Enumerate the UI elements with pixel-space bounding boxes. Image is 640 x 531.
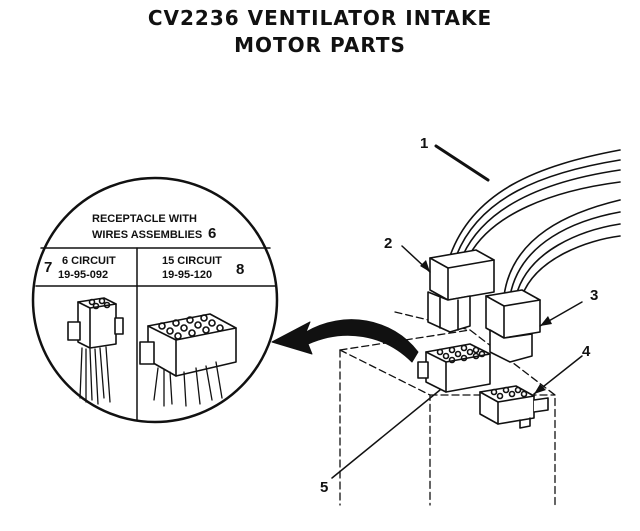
callout-3: 3 [590,287,598,304]
fifteen-circuit-connector [139,313,237,407]
receptacle-fifteen-circuit [417,343,491,393]
receptacle-six-circuit [479,385,549,429]
callout-8: 8 [236,261,244,278]
inset-labels: RECEPTACLE WITH WIRES ASSEMBLIES 6 7 6 C… [44,213,244,281]
callout-2: 2 [384,235,392,252]
title-line-1: CV2236 VENTILATOR INTAKE [147,6,493,30]
callout-6: 6 [208,225,216,242]
fifteen-circuit-part-number: 19-95-120 [162,269,212,281]
six-circuit-label: 6 CIRCUIT [62,255,116,267]
six-circuit-part-number: 19-95-092 [58,269,108,281]
part-callouts: 1 2 3 4 5 [320,135,598,496]
plug-connector-lower [485,289,541,363]
six-circuit-connector [67,297,124,405]
callout-1: 1 [420,135,428,152]
title-line-2: MOTOR PARTS [234,33,406,57]
wire-bundle [447,149,621,297]
fifteen-circuit-label: 15 CIRCUIT [162,255,222,267]
callout-leaders [331,144,583,479]
inset-magnified-view [31,176,279,424]
inset-header-line-2: WIRES ASSEMBLIES [92,229,202,241]
callout-4: 4 [582,343,591,360]
plug-connector-upper [427,249,495,333]
inset-header-line-1: RECEPTACLE WITH [92,213,197,225]
callout-5: 5 [320,479,328,496]
callout-7: 7 [44,259,52,276]
